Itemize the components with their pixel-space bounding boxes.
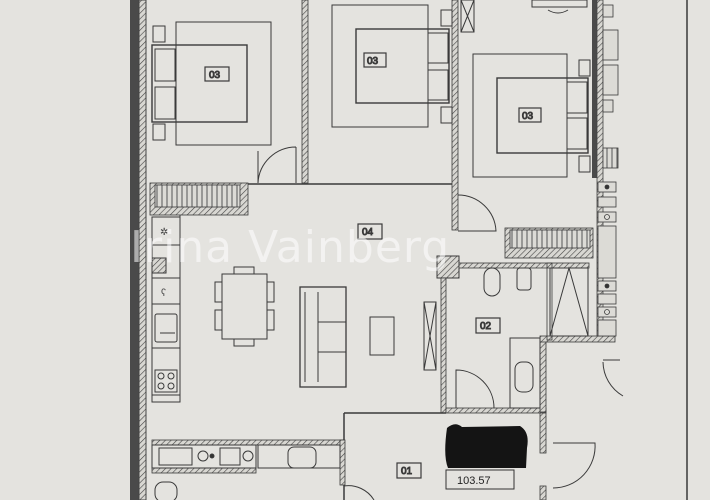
kitchen-counter [151,216,181,403]
cooktop [154,369,178,393]
pillow [566,117,588,150]
wardrobe [423,301,437,371]
nightstand [440,106,453,124]
chair [233,266,255,275]
area-value: 103.57 [457,475,491,487]
dryer [219,447,241,466]
desk [531,0,588,8]
room-label: 04 [362,227,374,238]
nightstand [578,59,591,77]
pillow [154,48,176,82]
nightstand [152,25,166,43]
fridge [151,257,167,274]
exterior-wall-left [130,0,147,500]
room-bedroom-1: 03 [151,21,297,184]
bed [151,44,248,123]
room-bedroom-3: 03 [457,0,591,232]
washer [158,447,193,466]
utility-row [151,444,341,500]
doors-right [552,359,624,489]
pillow [427,69,449,101]
washbasin [514,361,534,393]
facade-fixtures [597,4,619,337]
pillow [427,32,449,64]
chair [266,281,275,303]
room-label: 02 [480,321,492,332]
sofa [299,286,347,388]
room-label: 03 [209,70,221,81]
kitchen-sink [154,313,178,343]
area-label: 103.57 [445,424,528,490]
room-bathroom: 02 [455,266,589,409]
pillow [566,81,588,114]
chair [547,9,569,14]
toilet [154,481,178,500]
rug [331,4,429,128]
bed [496,77,589,154]
bed [355,28,450,104]
door-swing [455,369,495,409]
coffee-table [369,316,395,356]
room-bedroom-2: 03 [331,4,453,128]
chair [214,281,223,303]
room-label: 03 [522,111,534,122]
rug [472,53,568,178]
room-label: 03 [367,56,379,67]
door-swing [457,194,497,232]
chair [266,309,275,331]
room-living-kitchen: 04 ✲ ʕ [151,216,437,403]
redaction [445,424,528,468]
door-swing [257,146,297,184]
door-swing [343,485,375,500]
interior-walls [149,0,616,500]
room-label: 01 [401,466,413,477]
nightstand [440,9,453,27]
sink [287,446,317,469]
chair [233,338,255,347]
microwave-icon: ʕ [161,288,166,299]
rug [175,21,272,146]
toilet [483,267,501,297]
room-hallway: 01 [343,462,422,500]
bidet [516,267,532,291]
nightstand [152,123,166,141]
fan-icon: ✲ [160,227,168,238]
nightstand [578,155,591,173]
bathtub-cabinet [509,337,541,409]
chair [214,309,223,331]
wardrobe [460,0,475,33]
pillow [154,86,176,120]
